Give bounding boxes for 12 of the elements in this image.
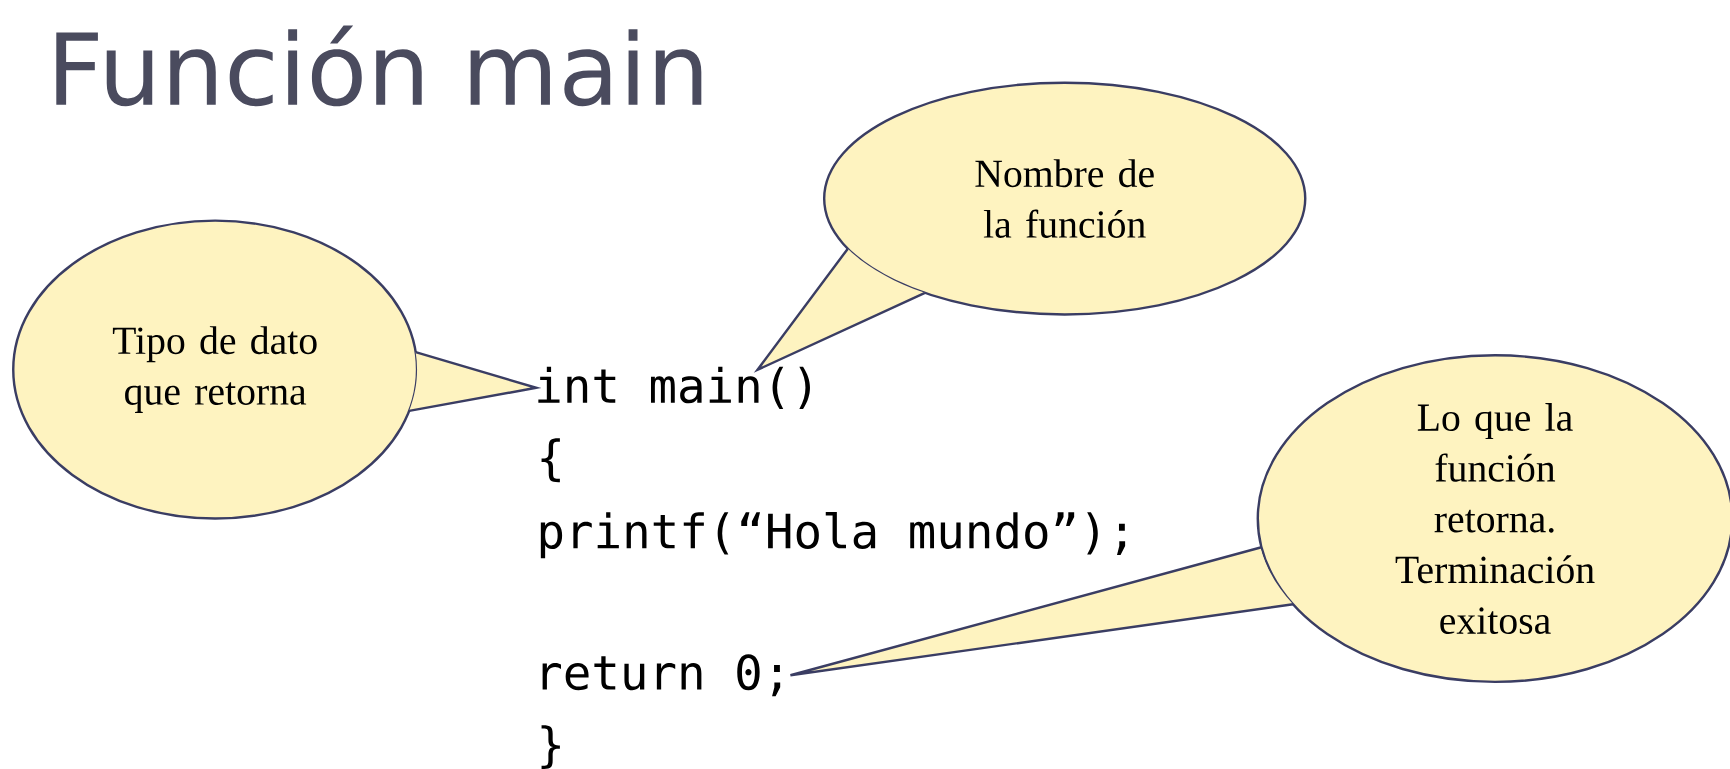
code-line: int main() bbox=[538, 366, 810, 409]
speech-bubble-tail bbox=[407, 350, 542, 413]
speech-bubble-tail bbox=[789, 546, 1295, 677]
code-line: { bbox=[541, 438, 560, 483]
slide-title: Función main bbox=[56, 25, 702, 107]
code-line: printf(“Hola mundo”); bbox=[540, 512, 1126, 559]
speech-bubble: Lo que la función retorna. Terminación exitosa bbox=[1256, 354, 1730, 684]
speech-bubble-tail bbox=[753, 247, 927, 373]
speech-bubble: Nombre de la función bbox=[822, 81, 1307, 316]
code-line: return 0; bbox=[542, 654, 781, 697]
code-line: } bbox=[541, 725, 560, 769]
speech-bubble: Tipo de dato que retorna bbox=[12, 219, 419, 520]
